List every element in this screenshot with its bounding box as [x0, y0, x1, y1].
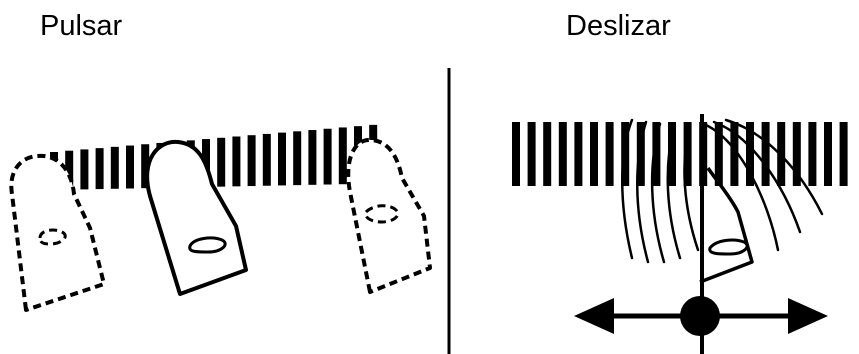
finger-icon [145, 139, 248, 296]
swipe-panel-title: Deslizar [566, 10, 671, 42]
barcode-stripe [574, 122, 583, 186]
barcode-stripe [621, 122, 630, 186]
barcode-stripe [683, 122, 692, 186]
barcode-stripe [668, 122, 676, 186]
barcode-stripe [714, 122, 723, 186]
barcode-stripe [512, 122, 520, 186]
barcode-stripe [217, 137, 226, 187]
tap-barcode [50, 124, 378, 190]
motion-lines-icon [621, 118, 700, 264]
barcode-stripe [824, 122, 832, 186]
barcode-stripe [338, 127, 347, 185]
barcode-stripe [605, 122, 614, 186]
barcode-stripe [543, 122, 552, 186]
barcode-stripe [95, 148, 104, 190]
barcode-stripe [247, 135, 256, 187]
barcode-stripe [126, 145, 134, 189]
barcode-stripe [323, 128, 332, 185]
barcode-stripe [636, 122, 645, 186]
double-arrow-icon [574, 296, 828, 336]
barcode-stripe [746, 122, 754, 186]
barcode-stripe [80, 149, 89, 190]
barcode-stripe [792, 122, 801, 186]
barcode-stripe [278, 132, 286, 186]
barcode-stripe [652, 122, 661, 186]
barcode-stripe [527, 122, 536, 186]
touch-point-icon [680, 296, 720, 336]
barcode-stripe [558, 122, 567, 186]
barcode-stripe [839, 122, 848, 186]
barcode-stripe [65, 150, 74, 190]
swipe-barcode [512, 122, 848, 186]
barcode-stripe [730, 122, 739, 186]
tap-panel-title: Pulsar [40, 10, 123, 42]
motion-lines-icon [702, 118, 824, 252]
finger-outline-icon [9, 153, 106, 312]
barcode-stripe [808, 122, 817, 186]
barcode-stripe [232, 136, 241, 187]
barcode-stripe [293, 131, 302, 186]
finger-outline-icon [346, 137, 432, 294]
barcode-stripe [761, 122, 770, 186]
barcode-stripe [141, 144, 150, 189]
barcode-stripe [262, 133, 271, 186]
finger-icon [699, 167, 754, 284]
barcode-stripe [110, 146, 119, 189]
barcode-stripe [590, 122, 598, 186]
barcode-stripe [308, 130, 317, 185]
